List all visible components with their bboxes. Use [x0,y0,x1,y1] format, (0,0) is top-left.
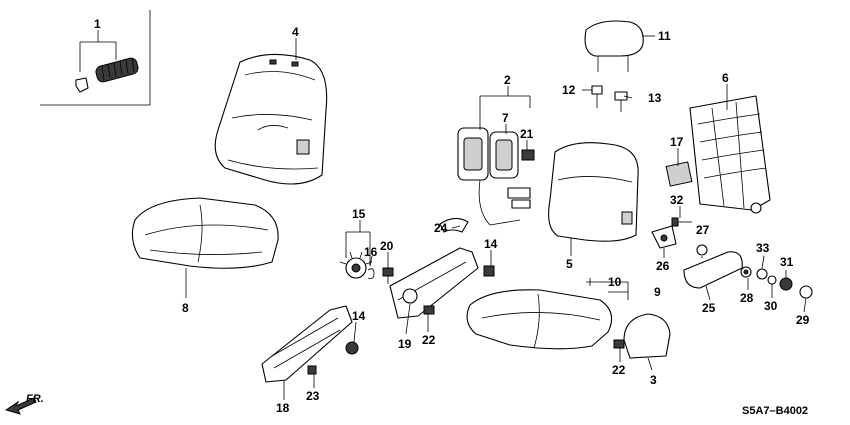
callout-14a: 14 [484,237,498,251]
part-22b-clip [613,339,625,349]
part-4-seatback-cover [214,53,328,185]
callout-15: 15 [352,207,366,221]
callout-30: 30 [764,299,778,313]
part-16-clip [367,268,375,279]
callout-3: 3 [650,373,657,387]
part-5-seatback-pad [548,142,639,242]
part-2-unit [457,127,531,226]
part-9-cushion-pad [466,289,613,350]
part-25-cover [683,251,743,289]
callout-10: 10 [608,275,622,289]
part-11-headrest [584,20,644,72]
callout-8: 8 [182,301,189,315]
part-28-washer [740,266,752,278]
callout-28: 28 [740,291,754,305]
callout-1: 1 [94,17,101,31]
callout-6: 6 [722,71,729,85]
callout-19: 19 [398,337,412,351]
part-21-clip [521,149,535,161]
callout-4: 4 [292,25,299,39]
part-27-washer [696,244,708,256]
callout-11: 11 [658,29,671,43]
callout-31: 31 [780,255,794,269]
callout-16: 16 [364,245,378,259]
callout-33: 33 [756,241,770,255]
part-3-cover [623,313,671,359]
callout-22b: 22 [612,363,626,377]
part-24-clip [439,217,469,233]
callout-26: 26 [656,259,670,273]
part-8-cushion-cover [131,197,279,269]
part-17-pad [665,161,693,187]
part-33-washer [756,268,768,280]
callout-29: 29 [796,313,810,327]
part-19-adjuster [389,247,479,319]
callout-32: 32 [670,193,684,207]
part-22a-clip [423,305,435,315]
callout-5: 5 [566,257,573,271]
part-26-recliner [651,225,677,249]
part-23-clip [307,365,317,375]
part-18-adjuster [261,305,353,383]
part-1-clip-set [75,57,139,93]
callout-12: 12 [562,83,576,97]
callout-20: 20 [380,239,394,253]
callout-13: 13 [648,91,662,105]
part-32-bolt [671,217,692,227]
part-30-washer [767,275,777,285]
diagram-code: S5A7–B4002 [742,405,808,417]
callout-2: 2 [504,73,511,87]
part-12-guide [591,85,603,108]
part-14b-bolt [345,341,359,355]
part-15-knob [339,251,373,279]
callout-7: 7 [502,111,509,125]
callout-27: 27 [696,223,710,237]
callout-14b: 14 [352,309,366,323]
part-20-bolt [382,267,394,284]
callout-25: 25 [702,301,716,315]
callout-18: 18 [276,401,290,415]
callout-9: 9 [654,285,661,299]
callout-23: 23 [306,389,320,403]
front-arrow-icon [4,397,37,415]
front-arrow-label: FR. [26,393,44,405]
part-31-nut [779,277,793,291]
callout-17: 17 [670,135,684,149]
part-1-frame [40,10,151,106]
part-29-cap [799,285,813,299]
callout-24: 24 [434,221,448,235]
part-6-seatback-frame [689,95,771,214]
part-10-clip [586,278,600,286]
part-13-guide [614,91,628,112]
callout-21: 21 [520,127,534,141]
part-14a-bolt [483,265,495,277]
leader-lines [79,30,807,400]
callout-22a: 22 [422,333,436,347]
